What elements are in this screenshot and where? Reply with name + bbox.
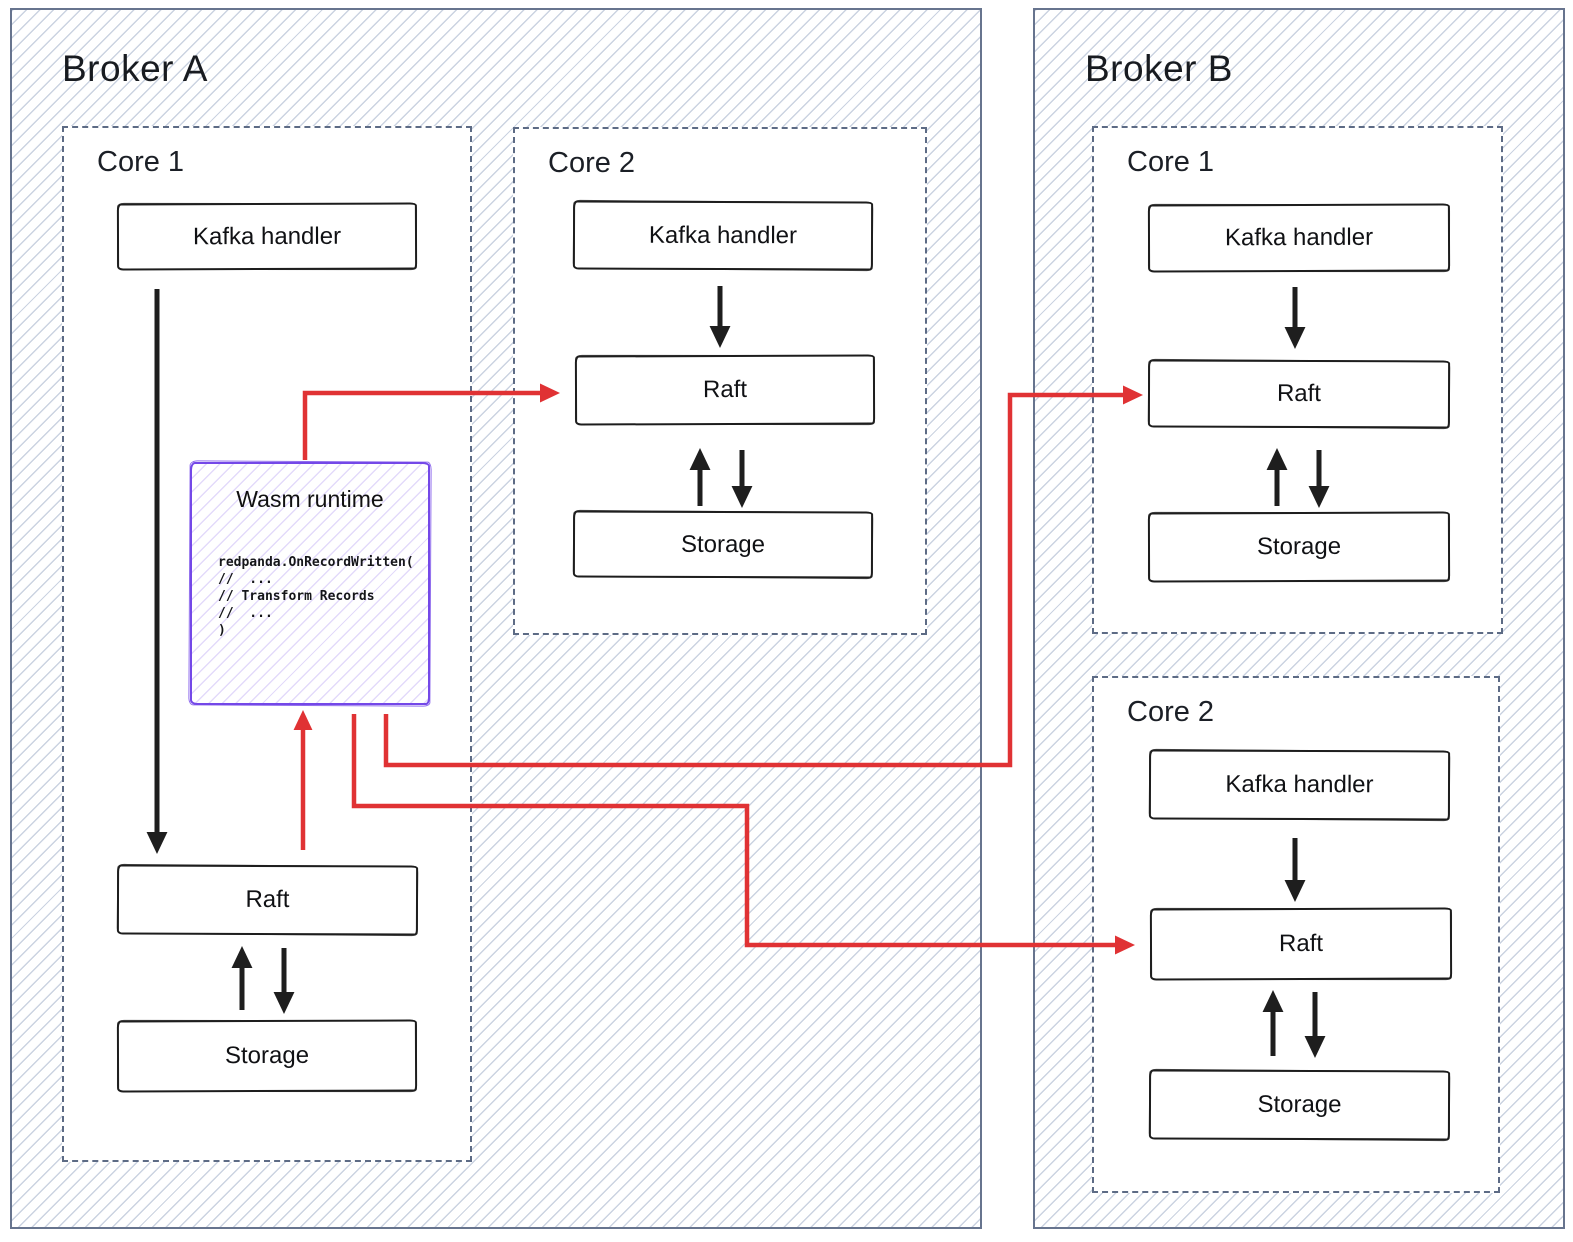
broker-a-title: Broker A xyxy=(62,48,208,89)
raft-label: Raft xyxy=(1278,929,1324,958)
broker-a-core1-kafka-handler-box: Kafka handler xyxy=(116,202,418,271)
broker-b-core-1-label: Core 1 xyxy=(1127,146,1215,178)
storage-label: Storage xyxy=(680,530,766,558)
raft-label: Raft xyxy=(245,885,290,914)
broker-a-core2-raft-box: Raft xyxy=(574,354,876,426)
kafka-handler-label: Kafka handler xyxy=(1224,223,1374,252)
storage-label: Storage xyxy=(1257,1090,1342,1119)
kafka-handler-label: Kafka handler xyxy=(1225,770,1374,799)
wasm-runtime-box: Wasm runtime redpanda.OnRecordWritten( /… xyxy=(190,462,430,705)
broker-b-core2-kafka-handler-box: Kafka handler xyxy=(1148,749,1451,821)
raft-label: Raft xyxy=(1276,379,1322,408)
broker-b-core-2-label: Core 2 xyxy=(1127,696,1215,728)
broker-a-core2-storage-box: Storage xyxy=(572,510,874,579)
broker-a-core1-raft-box: Raft xyxy=(116,864,419,936)
broker-b-title: Broker B xyxy=(1085,48,1233,89)
kafka-handler-label: Kafka handler xyxy=(648,221,798,249)
raft-label: Raft xyxy=(702,375,748,404)
wasm-code-snippet: redpanda.OnRecordWritten( // ... // Tran… xyxy=(218,555,414,638)
broker-b-core2-raft-box: Raft xyxy=(1149,907,1453,981)
wasm-runtime-title: Wasm runtime xyxy=(236,486,384,512)
broker-a-core2-kafka-handler-box: Kafka handler xyxy=(572,200,874,271)
broker-a-core-2-label: Core 2 xyxy=(548,147,636,179)
storage-label: Storage xyxy=(1256,532,1342,561)
broker-b-core1-raft-box: Raft xyxy=(1147,359,1451,429)
storage-label: Storage xyxy=(224,1041,310,1070)
broker-b-core1-storage-box: Storage xyxy=(1147,511,1451,583)
broker-a-core1-storage-box: Storage xyxy=(116,1019,418,1093)
broker-b-core2-storage-box: Storage xyxy=(1148,1069,1451,1141)
broker-a-core-1-label: Core 1 xyxy=(97,146,185,178)
broker-b-core1-kafka-handler-box: Kafka handler xyxy=(1147,203,1451,273)
kafka-handler-label: Kafka handler xyxy=(192,222,342,250)
